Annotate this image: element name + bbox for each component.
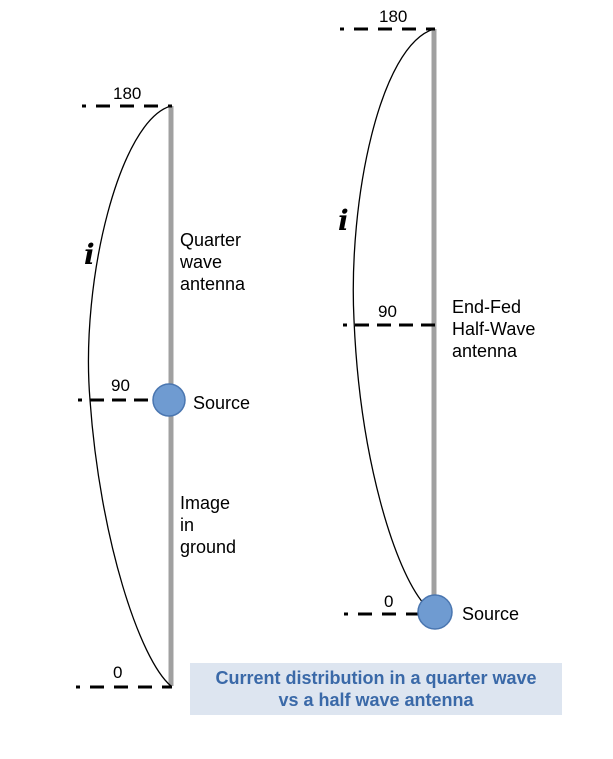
right-current-curve	[352, 28, 435, 605]
right-antenna-label: End-Fed Half-Wave antenna	[452, 297, 536, 361]
left-antenna-label: Quarter wave antenna	[180, 230, 246, 294]
right-tick-180: 180	[379, 7, 408, 26]
right-tick-0: 0	[384, 592, 394, 611]
caption-line-1: Current distribution in a quarter wave	[215, 668, 537, 688]
left-image-label: Image in ground	[180, 493, 237, 557]
right-source-label: Source	[462, 604, 520, 624]
caption-line-2: vs a half wave antenna	[278, 690, 474, 710]
left-tick-0: 0	[113, 663, 123, 682]
left-current-curve	[87, 105, 172, 687]
left-tick-90: 90	[111, 376, 130, 395]
left-current-symbol: i	[84, 238, 95, 271]
left-tick-180: 180	[113, 84, 142, 103]
diagram-caption: Current distribution in a quarter wave v…	[190, 663, 562, 715]
left-source-icon	[152, 383, 186, 417]
right-current-symbol: i	[338, 204, 349, 237]
left-source-label: Source	[193, 393, 251, 413]
right-tick-90: 90	[378, 302, 397, 321]
right-source-icon	[417, 594, 453, 630]
